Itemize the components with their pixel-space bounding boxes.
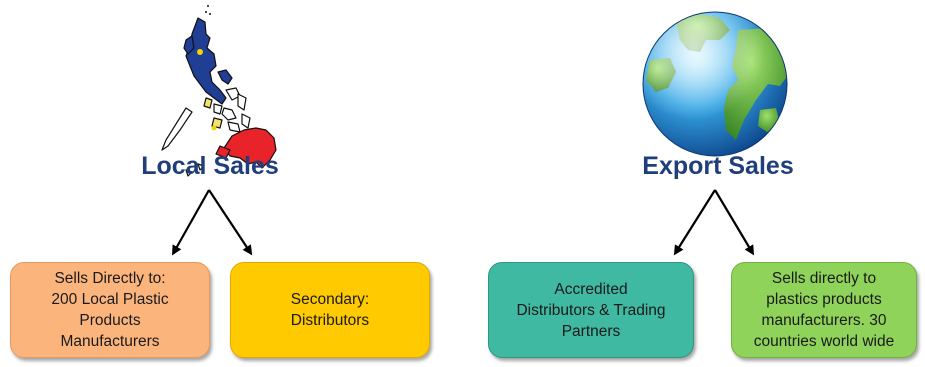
export-direct-sales-box: Sells directly to plastics products manu… xyxy=(731,262,917,358)
arrow-export-direct xyxy=(714,189,755,256)
arrow-export-distributors xyxy=(673,189,716,256)
box-line: Manufacturers xyxy=(60,333,160,350)
box-line: Sells Directly to: xyxy=(54,270,166,287)
box-line: Sells directly to xyxy=(771,270,877,287)
box-line: Partners xyxy=(561,322,621,340)
box-line: Secondary: xyxy=(290,291,370,308)
box-line: countries world wide xyxy=(753,333,895,350)
box-line: Accredited xyxy=(554,280,628,298)
export-distributors-box: Accredited Distributors & Trading Partne… xyxy=(488,262,694,358)
arrow-local-secondary xyxy=(208,189,253,256)
box-line: plastics products xyxy=(766,291,882,308)
export-sales-heading: Export Sales xyxy=(642,152,794,180)
box-line: Products xyxy=(79,312,141,329)
arrow-local-direct xyxy=(172,189,210,256)
box-line: manufacturers. 30 xyxy=(761,312,887,329)
local-sales-heading: Local Sales xyxy=(141,152,279,180)
local-direct-sales-box: Sells Directly to: 200 Local Plastic Pro… xyxy=(10,262,210,358)
box-line: 200 Local Plastic xyxy=(51,291,169,308)
box-line: Distributors xyxy=(290,312,370,329)
local-secondary-distributors-box: Secondary: Distributors xyxy=(230,262,430,358)
box-line: Distributors & Trading xyxy=(516,301,666,319)
